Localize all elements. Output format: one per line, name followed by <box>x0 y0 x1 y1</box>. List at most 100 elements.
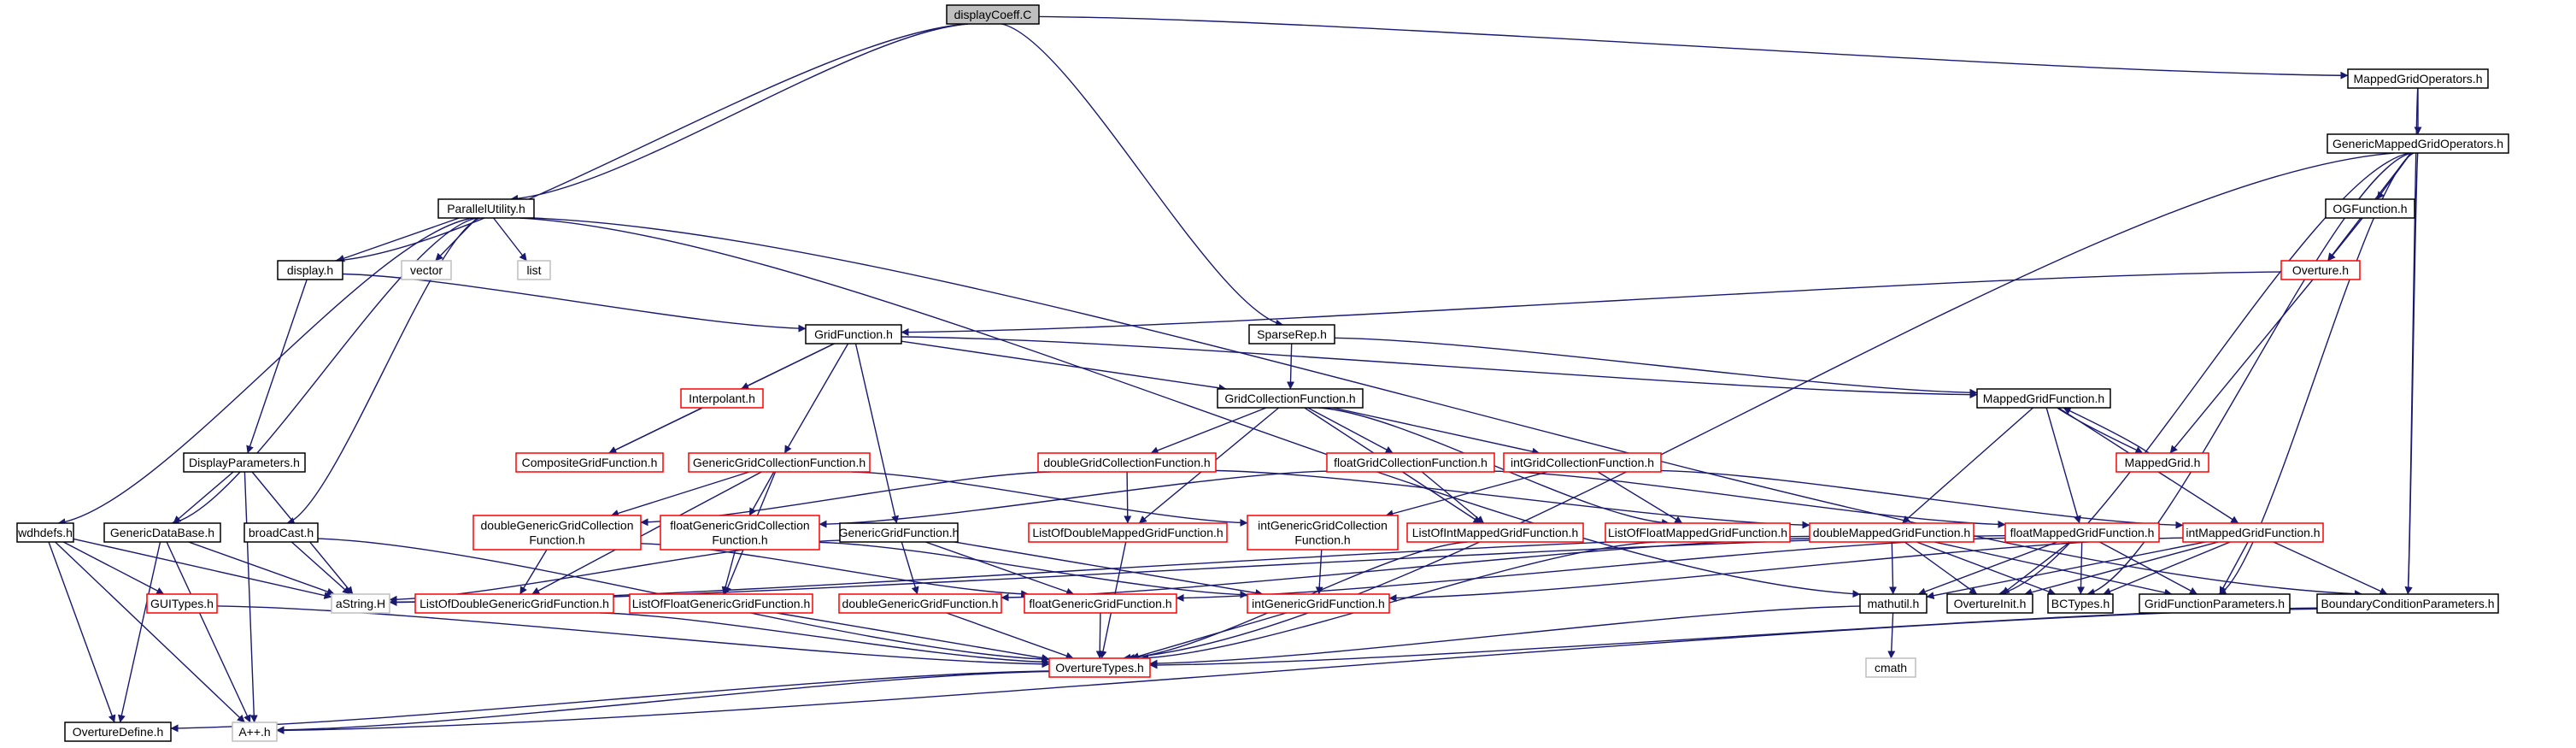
node-bcparams[interactable]: BoundaryConditionParameters.h <box>2316 593 2499 614</box>
node-bctypes[interactable]: BCTypes.h <box>2047 593 2114 614</box>
node-wdh[interactable]: wdhdefs.h <box>16 522 74 543</box>
node-fggf[interactable]: floatGenericGridFunction.h <box>1024 593 1177 614</box>
node-label: GenericDataBase.h <box>110 526 214 539</box>
node-gfparams[interactable]: GridFunctionParameters.h <box>2139 593 2291 614</box>
node-dgcf[interactable]: doubleGridCollectionFunction.h <box>1037 452 1217 473</box>
node-ovdefine[interactable]: OvertureDefine.h <box>64 721 172 742</box>
node-lodggf[interactable]: ListOfDoubleGenericGridFunction.h <box>414 593 614 614</box>
edge-overture-to-gf <box>901 271 2282 337</box>
node-label: MappedGrid.h <box>2125 456 2201 469</box>
node-gcf[interactable]: GridCollectionFunction.h <box>1217 388 1364 409</box>
node-ovtypes[interactable]: OvertureTypes.h <box>1048 657 1151 678</box>
node-label: display.h <box>287 263 333 277</box>
node-label: GridFunction.h <box>814 327 893 341</box>
node-label: floatGenericGridFunction.h <box>1029 597 1171 610</box>
edge-lodggf-to-ovtypes <box>600 612 1050 666</box>
node-imgf[interactable]: intMappedGridFunction.h <box>2182 522 2324 543</box>
node-label: GridFunctionParameters.h <box>2145 597 2285 610</box>
node-iggf[interactable]: intGenericGridFunction.h <box>1247 593 1390 614</box>
node-label: GenericMappedGridOperators.h <box>2332 137 2503 150</box>
node-box <box>629 593 813 614</box>
node-label: OvertureDefine.h <box>73 725 164 739</box>
edge-mgf-to-mgrid <box>2057 407 2144 454</box>
edge-igcf-to-lofmgf <box>1597 471 1683 524</box>
node-label: broadCast.h <box>249 526 314 539</box>
node-label: mathutil.h <box>1868 597 1920 610</box>
edge-ovtypes-to-app <box>276 670 1050 734</box>
node-box <box>277 260 343 280</box>
edge-wdh-to-astring <box>73 538 332 599</box>
edge-display-to-dispparams <box>246 279 308 454</box>
edge-pu-to-wdh <box>57 217 474 527</box>
node-gmgo[interactable]: GenericMappedGridOperators.h <box>2327 133 2509 154</box>
node-astring: aString.H <box>331 593 390 614</box>
node-dmgf[interactable]: doubleMappedGridFunction.h <box>1809 522 1975 543</box>
node-label: aString.H <box>336 597 385 610</box>
edge-gdb-to-astring <box>188 541 335 596</box>
node-box <box>688 452 871 473</box>
node-interp[interactable]: Interpolant.h <box>680 388 764 409</box>
node-label: Interpolant.h <box>689 392 755 405</box>
node-box <box>1503 452 1662 473</box>
node-lofggf[interactable]: ListOfFloatGenericGridFunction.h <box>629 593 813 614</box>
node-bcast[interactable]: broadCast.h <box>244 522 319 543</box>
node-pu[interactable]: ParallelUtility.h <box>437 198 535 219</box>
edge-interp-to-compgf <box>608 407 703 454</box>
node-igcf[interactable]: intGridCollectionFunction.h <box>1503 452 1662 473</box>
edge-overture-to-mgrid <box>2169 279 2314 454</box>
edge-gmgo-to-ovinit <box>1998 152 2409 597</box>
node-label: Function.h <box>712 533 767 547</box>
node-sparse[interactable]: SparseRep.h <box>1248 324 1335 345</box>
edge-root-to-pu <box>510 23 969 203</box>
node-lodmgf[interactable]: ListOfDoubleMappedGridFunction.h <box>1028 522 1228 543</box>
node-gui[interactable]: GUITypes.h <box>146 593 218 614</box>
node-overture[interactable]: Overture.h <box>2280 260 2361 280</box>
node-label: ListOfFloatMappedGridFunction.h <box>1608 526 1787 539</box>
node-ogf[interactable]: OGFunction.h <box>2325 198 2415 219</box>
edge-fmgf-to-gfparams <box>2099 541 2198 595</box>
node-mgo[interactable]: MappedGridOperators.h <box>2347 68 2489 89</box>
edge-sparse-to-mgf <box>1334 337 1978 397</box>
node-ggcf[interactable]: GenericGridCollectionFunction.h <box>688 452 871 473</box>
node-box <box>1946 593 2033 614</box>
node-cmath: cmath <box>1865 657 1916 678</box>
node-display[interactable]: display.h <box>277 260 343 280</box>
node-ggfn[interactable]: GenericGridFunction.h <box>839 522 959 543</box>
edge-lofggf-to-ovtypes <box>776 612 1050 663</box>
node-lofmgf[interactable]: ListOfFloatMappedGridFunction.h <box>1605 522 1791 543</box>
node-label: doubleGenericGridCollection <box>481 519 634 533</box>
node-mathutil[interactable]: mathutil.h <box>1859 593 1928 614</box>
node-compgf[interactable]: CompositeGridFunction.h <box>515 452 664 473</box>
node-box <box>660 515 820 551</box>
edge-gcf-to-dgcf <box>1150 407 1267 455</box>
node-label: displayCoeff.C <box>954 8 1032 21</box>
node-box <box>946 4 1040 25</box>
node-label: doubleGenericGridFunction.h <box>842 597 999 610</box>
node-fmgf[interactable]: floatMappedGridFunction.h <box>2004 522 2160 543</box>
node-gf[interactable]: GridFunction.h <box>805 324 902 345</box>
node-box <box>1217 388 1364 409</box>
node-dispparams[interactable]: DisplayParameters.h <box>183 452 306 473</box>
edge-ggcf-to-dggcf <box>610 471 750 517</box>
edge-ggfn-to-fggf <box>925 541 1075 596</box>
edge-gui-to-ovtypes <box>216 605 1050 668</box>
node-box <box>437 198 535 219</box>
edge-bcast-to-astring <box>290 541 351 595</box>
node-label: BCTypes.h <box>2051 597 2110 610</box>
node-box <box>2280 260 2361 280</box>
node-gdb[interactable]: GenericDataBase.h <box>103 522 221 543</box>
node-dggf[interactable]: doubleGenericGridFunction.h <box>838 593 1002 614</box>
node-box <box>1037 452 1217 473</box>
node-loimgf[interactable]: ListOfIntMappedGridFunction.h <box>1406 522 1584 543</box>
node-mgrid[interactable]: MappedGrid.h <box>2115 452 2209 473</box>
node-label: GUITypes.h <box>150 597 214 610</box>
node-fgcf[interactable]: floatGridCollectionFunction.h <box>1326 452 1495 473</box>
node-mgf[interactable]: MappedGridFunction.h <box>1976 388 2111 409</box>
node-ovinit[interactable]: OvertureInit.h <box>1946 593 2033 614</box>
node-root[interactable]: displayCoeff.C <box>946 4 1040 25</box>
node-label: GenericGridFunction.h <box>839 526 959 539</box>
edge-igcf-to-iggcf <box>1385 471 1548 518</box>
